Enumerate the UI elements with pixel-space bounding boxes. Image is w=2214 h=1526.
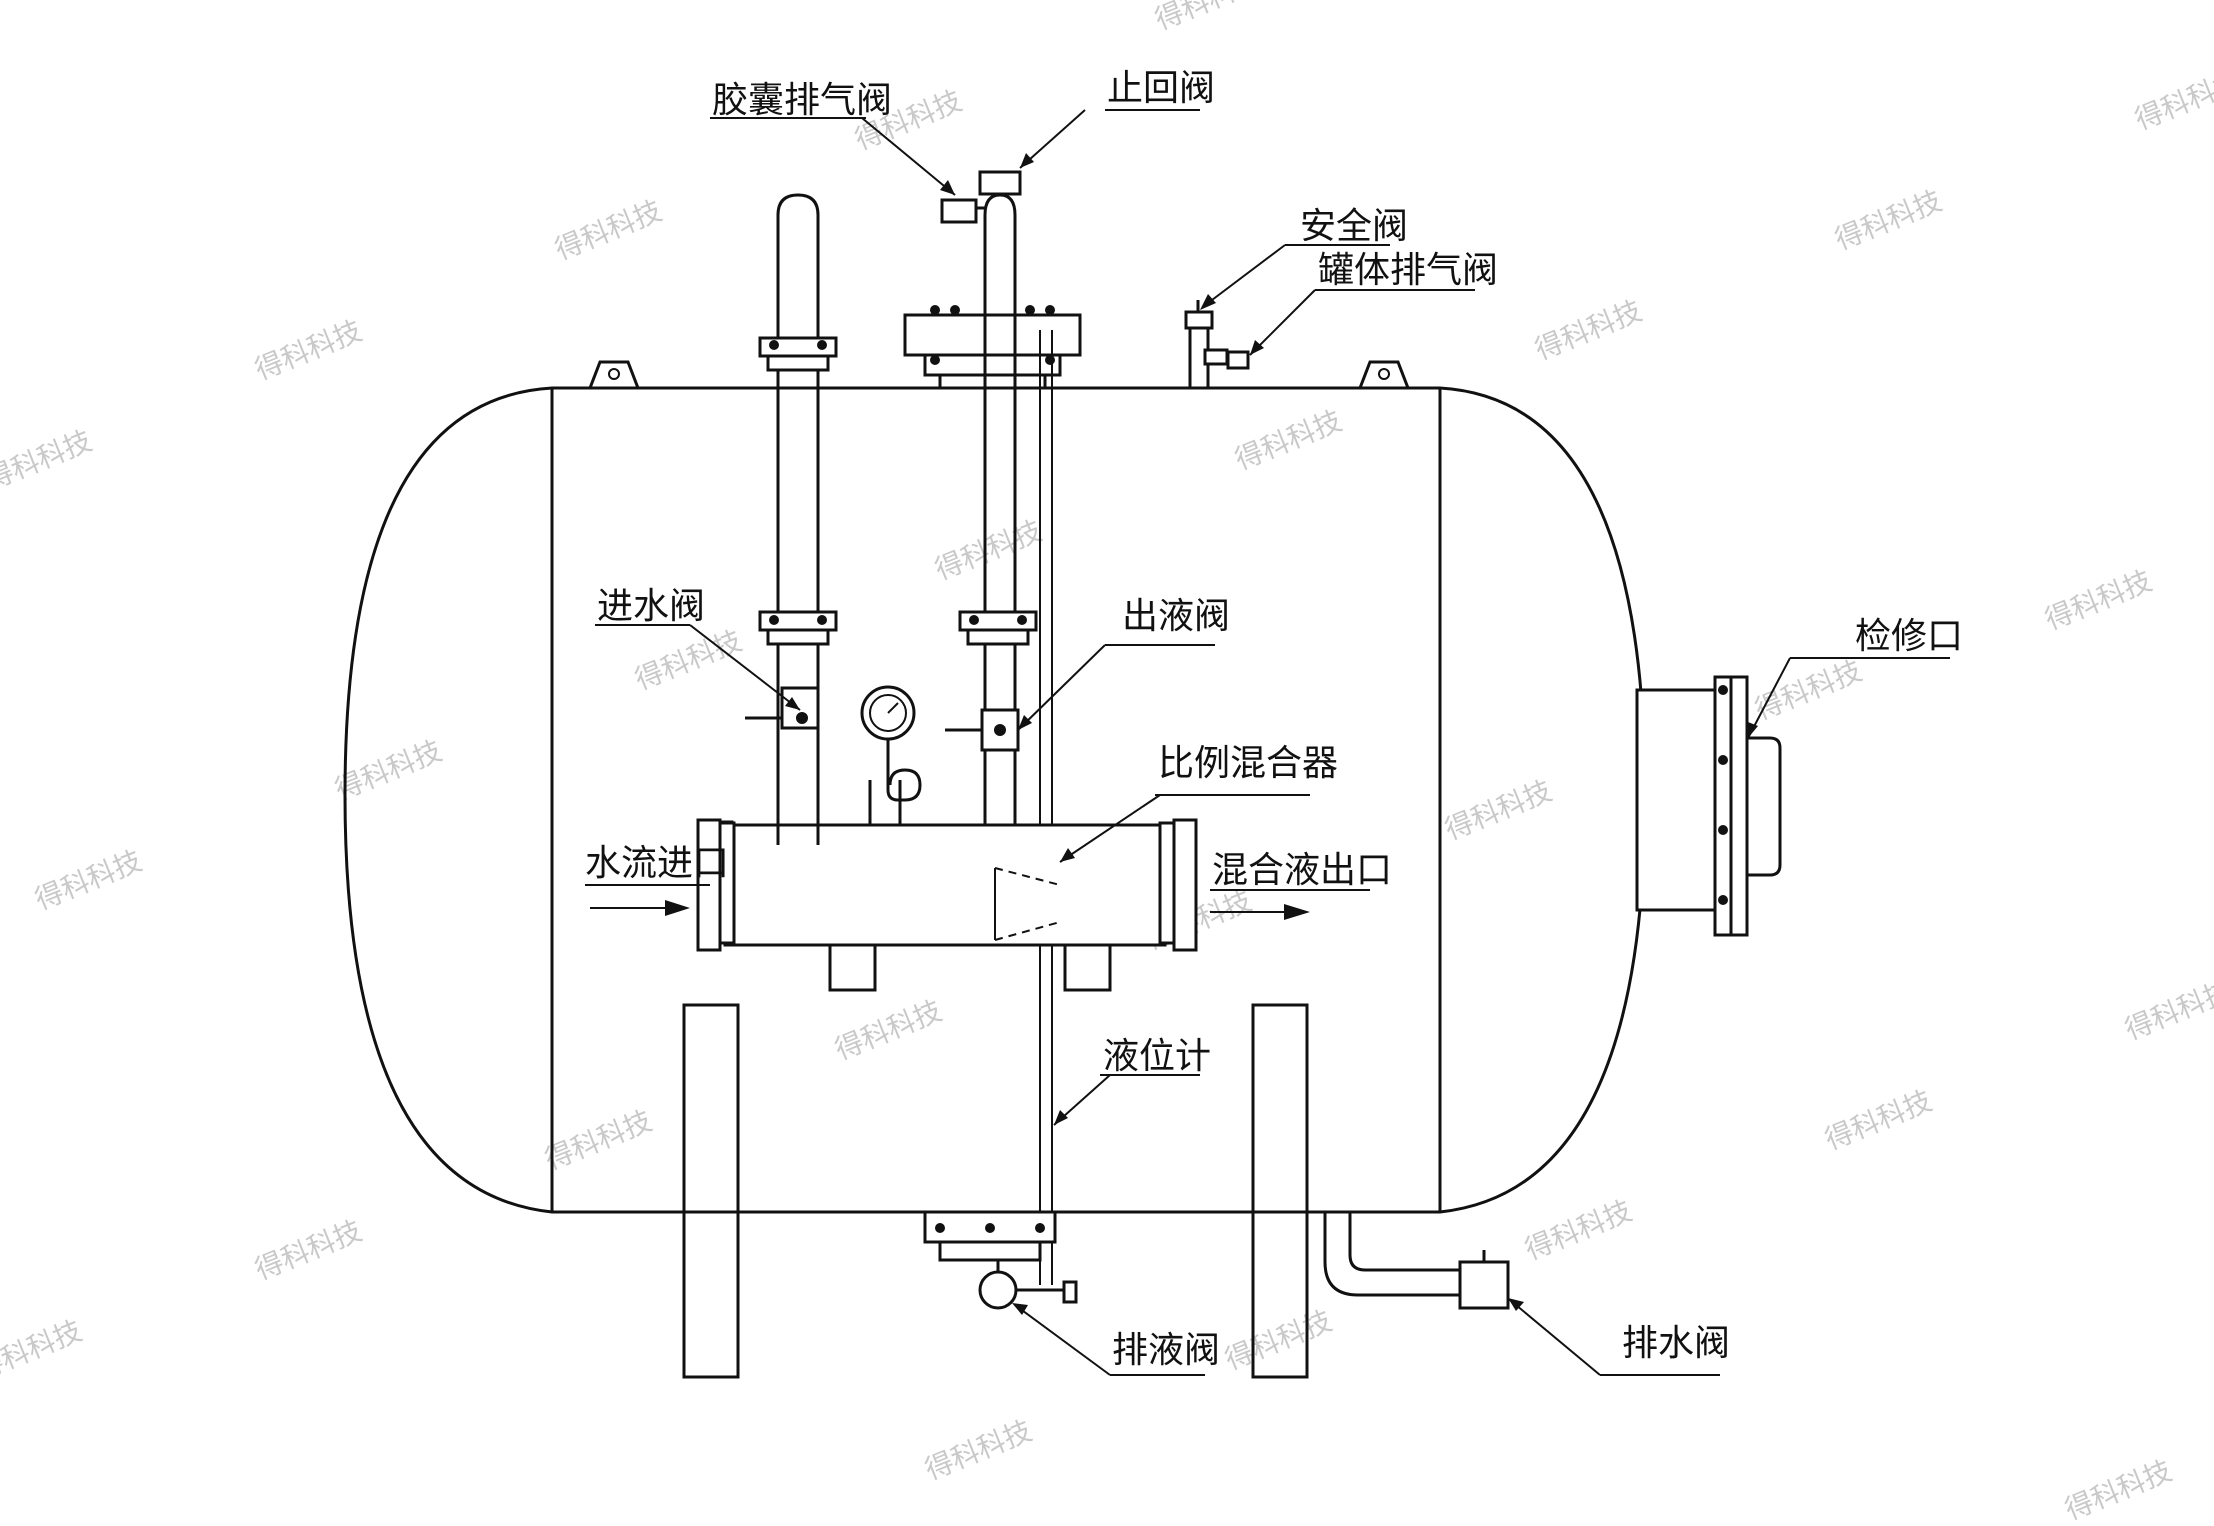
tank-body	[343, 386, 1647, 1379]
watermark: 得科科技	[920, 1414, 1036, 1487]
label-bladder-vent-valve: 胶囊排气阀	[712, 80, 892, 121]
lifting-lugs	[588, 360, 1410, 389]
check-valve	[978, 170, 1022, 196]
outlet-valve-body	[945, 708, 1020, 752]
watermark: 得科科技	[930, 514, 1046, 587]
watermark: 得科科技	[540, 1104, 656, 1177]
watermark: 得科科技	[0, 1314, 86, 1387]
proportioner-pipe	[696, 780, 1198, 992]
water-drain-pipe	[1323, 1212, 1510, 1310]
label-water-inlet: 水流进口	[585, 843, 729, 884]
label-drain-water-valve: 排水阀	[1622, 1323, 1730, 1364]
label-check-valve: 止回阀	[1107, 68, 1215, 109]
label-inspection-port: 检修口	[1855, 616, 1963, 657]
watermark: 得科科技	[0, 424, 96, 497]
inlet-valve-body	[745, 686, 820, 730]
label-level-gauge: 液位计	[1103, 1036, 1211, 1077]
watermark: 得科科技	[2130, 64, 2214, 137]
watermark: 得科科技	[330, 734, 446, 807]
watermark: 得科科技	[1750, 654, 1866, 727]
leader-lines	[689, 109, 1791, 1376]
watermark: 得科科技	[1220, 1304, 1336, 1377]
watermark: 得科科技	[2120, 974, 2214, 1047]
labels: 胶囊排气阀 止回阀 安全阀 罐体排气阀 进水阀 出液阀 检修口 比例混合器 水流…	[585, 68, 1963, 1371]
watermark: 得科科技	[1820, 1084, 1936, 1157]
label-drain-liquid-valve: 排液阀	[1112, 1330, 1220, 1371]
watermark: 得科科技	[1230, 404, 1346, 477]
watermark: 得科科技	[2060, 1454, 2176, 1526]
pressure-gauge	[860, 685, 922, 802]
bottom-drain-flange	[923, 1210, 1078, 1310]
inlet-riser-pipe	[758, 193, 838, 845]
support-legs	[682, 1003, 1309, 1379]
label-liquid-outlet-valve: 出液阀	[1122, 596, 1230, 637]
watermark: 得科科技	[250, 1214, 366, 1287]
watermark: 得科科技	[830, 994, 946, 1067]
bladder-vent-valve	[940, 198, 985, 224]
level-gauge-tube	[1039, 330, 1053, 1285]
watermark: 得科科技	[1530, 294, 1646, 367]
top-valves	[1184, 300, 1250, 390]
watermark: 得科科技	[1440, 774, 1556, 847]
watermark: 得科科技	[2040, 564, 2156, 637]
watermark: 得科科技	[630, 624, 746, 697]
label-mixture-outlet: 混合液出口	[1212, 850, 1392, 891]
label-safety-valve: 安全阀	[1300, 206, 1408, 247]
watermark: 得科科技	[1830, 184, 1946, 257]
flow-arrows	[590, 900, 1310, 920]
watermark: 得科科技	[550, 194, 666, 267]
watermark: 得科科技	[30, 844, 146, 917]
watermark: 得科科技	[1520, 1194, 1636, 1267]
inspection-port	[1635, 675, 1782, 937]
top-manhole-flange	[903, 305, 1082, 390]
support-leg-left	[682, 1003, 740, 1379]
label-tank-vent-valve: 罐体排气阀	[1318, 250, 1498, 291]
label-water-inlet-valve: 进水阀	[597, 586, 705, 627]
label-proportioner: 比例混合器	[1158, 743, 1338, 784]
label-underlines	[585, 109, 1950, 1376]
watermark: 得科科技	[250, 314, 366, 387]
watermark: 得科科技	[1150, 0, 1266, 36]
